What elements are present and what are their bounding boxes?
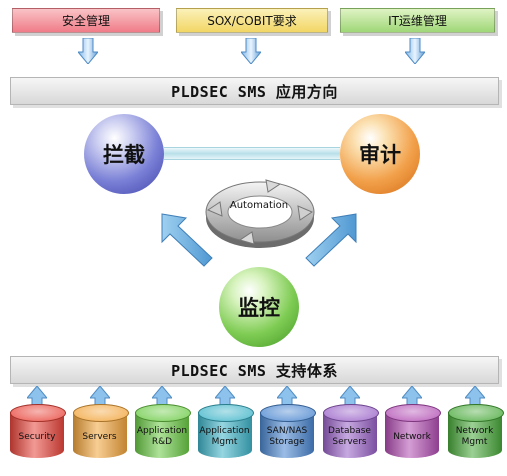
tab-it-operations: IT运维管理 — [340, 8, 495, 33]
cylinder-top — [322, 404, 379, 422]
up-right-arrow-icon — [305, 213, 357, 267]
cylinder-label-line1: Database — [328, 426, 371, 436]
cylinder-top — [135, 404, 191, 422]
cylinder-label-line1: Servers — [82, 432, 117, 442]
sphere-label: 拦截 — [103, 143, 145, 167]
cylinder-top — [447, 404, 504, 422]
audit-sphere: 审计 — [340, 114, 420, 194]
monitor-sphere: 监控 — [219, 267, 299, 347]
cylinder-label-line1: SAN/NAS — [266, 426, 308, 436]
cylinder-label-line1: Network — [455, 426, 494, 436]
cylinder-item: Network — [385, 404, 441, 464]
tab-label: IT运维管理 — [388, 14, 447, 28]
cylinder-label-line1: Security — [18, 432, 56, 442]
automation-cycle-icon — [205, 179, 315, 248]
up-left-arrow-icon — [161, 213, 213, 267]
cylinder-top — [72, 404, 129, 422]
cylinder-label-line1: Application — [136, 426, 188, 436]
cylinder-label: Network — [379, 432, 445, 443]
cylinder-label-line1: Application — [199, 426, 250, 436]
tab-sox-cobit: SOX/COBIT要求 — [176, 8, 328, 33]
down-arrow-icon — [78, 38, 98, 64]
cylinder-label: Security — [4, 432, 70, 443]
cylinder-item: Servers — [72, 404, 129, 464]
automation-label: Automation — [229, 200, 289, 211]
cylinder-label-line2: Mgmt — [461, 437, 488, 447]
cylinder-top — [260, 404, 316, 422]
tab-label: 安全管理 — [61, 14, 110, 28]
cylinder-label-line2: R&D — [151, 437, 173, 447]
down-arrow-icon — [241, 38, 261, 64]
bar-title: PLDSEC SMS 支持体系 — [171, 361, 338, 380]
tab-label: SOX/COBIT要求 — [207, 14, 297, 28]
tab-security-management: 安全管理 — [12, 8, 160, 33]
sphere-label: 审计 — [359, 143, 401, 167]
support-system-bar: PLDSEC SMS 支持体系 — [10, 356, 499, 384]
cylinder-top — [197, 404, 254, 422]
cylinder-top — [10, 404, 66, 422]
intercept-sphere: 拦截 — [84, 114, 164, 194]
cylinder-label: Servers — [67, 432, 133, 443]
cylinder-label-line2: Servers — [332, 437, 367, 447]
cylinder-top — [385, 404, 441, 422]
sphere-label: 监控 — [238, 296, 280, 320]
cylinder-label-line1: Network — [393, 432, 431, 442]
cylinder-item: Security — [10, 404, 66, 464]
application-direction-bar: PLDSEC SMS 应用方向 — [10, 77, 499, 105]
intercept-audit-connector — [164, 147, 340, 160]
cylinder-label-line2: Mgmt — [211, 437, 238, 447]
cylinder-label-line2: Storage — [269, 437, 305, 447]
bar-title: PLDSEC SMS 应用方向 — [171, 82, 338, 101]
down-arrow-icon — [405, 38, 425, 64]
